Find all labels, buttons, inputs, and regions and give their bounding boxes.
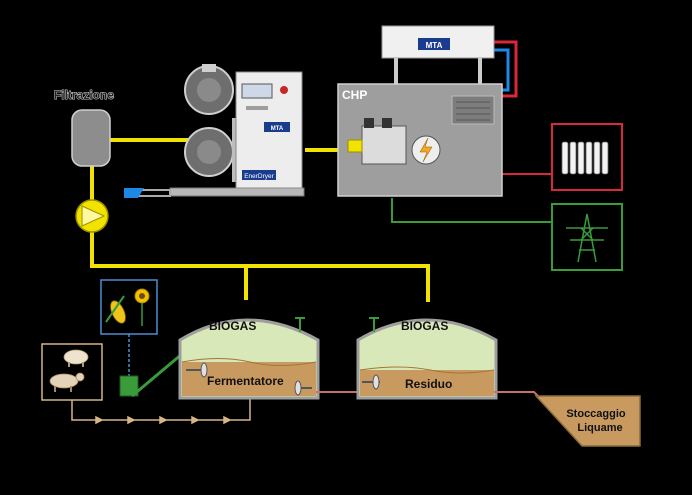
feed-hopper <box>119 352 183 398</box>
dryer-name-label: EnerDryer <box>244 173 274 180</box>
gas-line-main-header <box>90 232 430 302</box>
residue-tank: BIOGAS Residuo <box>356 317 498 400</box>
agitator-icon <box>362 374 380 390</box>
corn-icon <box>105 295 126 324</box>
agitator-icon <box>294 380 312 396</box>
fermenter-tank: BIOGAS Fermentatore <box>178 317 320 400</box>
heat-return-line <box>494 40 518 98</box>
sunflower-icon <box>134 288 150 326</box>
gas-dryer-unit: MTA EnerDryer <box>124 64 305 198</box>
crops-box <box>100 279 158 335</box>
storage-label-line1: Stoccaggio <box>566 408 626 420</box>
pig-icon <box>63 349 89 367</box>
dryer-indicator <box>280 86 288 94</box>
chiller-brand-label: MTA <box>426 41 443 50</box>
radiator-icon <box>561 141 609 175</box>
fermenter-label: Fermentatore <box>207 374 284 388</box>
residue-label: Residuo <box>405 377 452 391</box>
slurry-storage: Stoccaggio Liquame <box>534 395 641 447</box>
gas-lines <box>90 138 430 302</box>
agitator-icon <box>186 362 208 378</box>
livestock-box <box>41 343 103 401</box>
biogas-label-left: BIOGAS <box>209 319 256 333</box>
chp-engine <box>361 125 407 165</box>
condensate-drain <box>124 188 144 198</box>
power-pylon-icon <box>566 213 608 263</box>
radiator-box <box>551 123 623 191</box>
dryer-brand-label: MTA <box>271 126 284 132</box>
power-grid-box <box>551 203 623 271</box>
filter-vessel <box>71 109 111 167</box>
dryer-base <box>169 187 305 197</box>
chp-label: CHP <box>342 88 367 102</box>
power-line-to-grid <box>391 198 552 223</box>
storage-label-line2: Liquame <box>577 422 622 434</box>
chp-vent <box>451 95 495 125</box>
chp-unit: CHP <box>337 83 503 197</box>
filtration-label: Filtrazione <box>54 88 114 102</box>
lightning-icon <box>419 137 433 163</box>
pump-icon <box>75 199 109 233</box>
residue-slurry <box>360 370 494 396</box>
filter-unit: Filtrazione <box>54 88 115 167</box>
biogas-label-right: BIOGAS <box>401 319 448 333</box>
cow-icon <box>49 372 85 392</box>
manure-feed-line <box>71 394 251 425</box>
chiller-unit: MTA <box>381 25 495 86</box>
feed-conveyor <box>131 352 183 398</box>
